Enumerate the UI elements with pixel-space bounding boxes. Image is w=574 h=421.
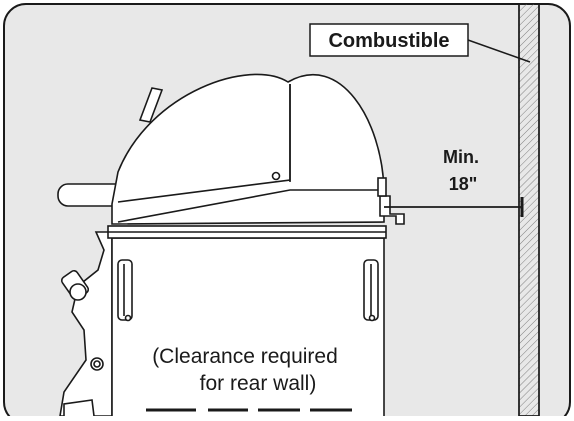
cart-cabinet <box>111 237 385 416</box>
lid-screw-icon <box>271 171 281 181</box>
combustible-text: Combustible <box>328 30 449 52</box>
clearance-dimension <box>384 197 524 217</box>
combustible-label: Combustible <box>309 23 469 57</box>
rear-bracket <box>379 195 405 225</box>
lid-handle <box>138 87 164 123</box>
min-label: Min. <box>443 147 479 167</box>
control-knob-icon <box>60 269 90 301</box>
grill-lid <box>111 73 385 225</box>
distance-label: 18" <box>449 174 478 194</box>
grill-cart <box>57 73 405 416</box>
combustible-leader <box>467 39 531 63</box>
combustible-wall <box>518 4 540 416</box>
clearance-note-line2: for rear wall) <box>200 372 317 395</box>
clearance-note-line1: (Clearance required <box>152 345 338 368</box>
